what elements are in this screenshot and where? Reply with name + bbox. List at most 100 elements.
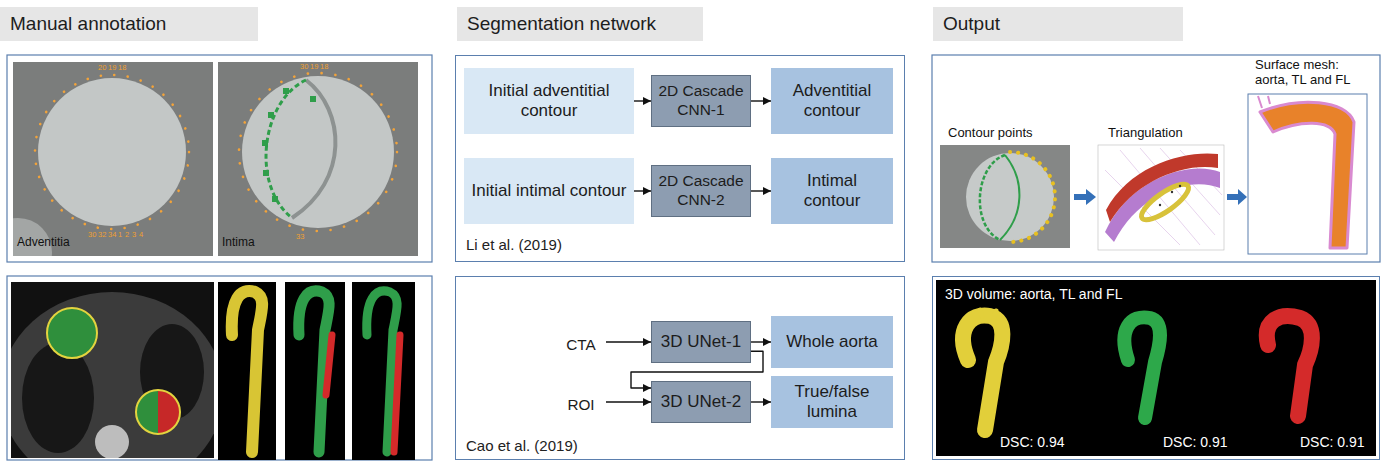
ct-axial-image bbox=[47, 308, 97, 358]
aorta-3d-annotation bbox=[394, 335, 400, 452]
volume-3d-image bbox=[936, 280, 1376, 456]
process-arrow bbox=[1086, 189, 1096, 205]
box-text: CTA bbox=[566, 336, 595, 354]
process-arrow bbox=[1074, 194, 1086, 200]
network-box: 2D Cascade CNN-1 bbox=[651, 75, 751, 127]
column-header: Segmentation network bbox=[457, 7, 703, 41]
annotation-label: 20 bbox=[98, 64, 106, 73]
box-text: Output bbox=[943, 13, 1000, 35]
box-text: Segmentation network bbox=[467, 13, 656, 35]
output-box: True/false lumina bbox=[771, 376, 893, 428]
ct-intima-image bbox=[242, 76, 394, 228]
ct-axial-image bbox=[11, 292, 214, 458]
ct-axial-image bbox=[136, 390, 180, 434]
box-text: True/false lumina bbox=[777, 382, 887, 423]
volume-3d-image bbox=[980, 310, 996, 318]
contour-points-image bbox=[940, 145, 1070, 248]
annotation-label: 4 bbox=[139, 231, 143, 240]
box-text: Adventitial contour bbox=[777, 81, 887, 122]
annotation-label: 30 bbox=[88, 231, 96, 240]
triangulation-image bbox=[1179, 185, 1181, 187]
flow-arrow bbox=[634, 190, 651, 191]
box-text: Initial intimal contour bbox=[472, 181, 627, 201]
ct-axial-image bbox=[11, 282, 214, 458]
panel-caption: Li et al. (2019) bbox=[466, 236, 562, 253]
box-text: Intimal contour bbox=[777, 171, 887, 212]
annotation-label: Triangulation bbox=[1108, 126, 1183, 141]
aorta-3d-annotation bbox=[299, 291, 329, 452]
box-text: Manual annotation bbox=[10, 13, 166, 35]
ct-axial-image bbox=[22, 343, 94, 453]
flow-arrow bbox=[606, 341, 651, 342]
contour-points-image bbox=[1010, 152, 1055, 242]
triangulation-image bbox=[1171, 191, 1173, 193]
surface-mesh-image bbox=[1248, 94, 1367, 254]
flow-arrow bbox=[751, 341, 771, 342]
box-text: Initial adventitial contour bbox=[470, 81, 628, 122]
aorta-3d-annotation bbox=[232, 291, 262, 452]
ct-intima-image bbox=[218, 62, 418, 256]
annotation-label: 18 bbox=[320, 63, 328, 72]
network-box: 2D Cascade CNN-2 bbox=[651, 165, 751, 217]
box-text: 2D Cascade CNN-2 bbox=[658, 172, 744, 209]
network-box: 3D UNet-1 bbox=[651, 321, 751, 363]
aorta-3d-annotation bbox=[218, 282, 415, 460]
annotation-label: 2 bbox=[125, 231, 129, 240]
box-text: 2D Cascade CNN-1 bbox=[658, 82, 744, 119]
annotation-label: DSC: 0.94 bbox=[1000, 434, 1065, 450]
annotation-label: DSC: 0.91 bbox=[1163, 434, 1228, 450]
aorta-3d-annotation bbox=[218, 282, 276, 460]
ct-adventitia-image bbox=[35, 75, 189, 229]
ct-intima-image bbox=[292, 80, 335, 218]
annotation-label: 30 bbox=[300, 63, 308, 72]
process-arrow bbox=[1238, 189, 1247, 205]
output-box: Intimal contour bbox=[771, 158, 893, 224]
triangulation-image bbox=[1159, 185, 1181, 206]
ct-intima-image bbox=[266, 80, 306, 218]
flow-arrow bbox=[751, 190, 771, 191]
volume-3d-image bbox=[1267, 316, 1312, 416]
surface-mesh-image bbox=[1248, 94, 1367, 254]
ct-intima-image bbox=[218, 62, 418, 256]
triangulation-image bbox=[1137, 179, 1193, 226]
box-text: Whole aorta bbox=[786, 332, 878, 352]
surface-mesh-image bbox=[1260, 102, 1354, 248]
annotation-label: Surface mesh: aorta, TL and FL bbox=[1255, 58, 1373, 88]
ct-intima-image bbox=[262, 88, 316, 202]
method-panel: Li et al. (2019) Initial adventitial cont… bbox=[455, 55, 905, 262]
flow-arrow bbox=[751, 100, 771, 101]
contour-points-image bbox=[966, 153, 1054, 241]
input-label: ROI bbox=[556, 391, 606, 419]
triangulation-image bbox=[1105, 148, 1222, 245]
box-text: 3D UNet-1 bbox=[661, 332, 741, 352]
contour-points-image bbox=[940, 145, 1070, 248]
panel-caption: Cao et al. (2019) bbox=[466, 437, 578, 454]
flow-arrow bbox=[606, 401, 651, 402]
triangulation-image bbox=[1098, 145, 1224, 250]
method-panel: 3D volume: aorta, TL and FL bbox=[932, 276, 1380, 460]
aorta-3d-annotation bbox=[326, 335, 332, 395]
volume-3d-image bbox=[963, 315, 1002, 430]
annotation-label: 18 bbox=[118, 64, 126, 73]
ct-intima-image bbox=[262, 140, 268, 146]
output-box: Adventitial contour bbox=[771, 68, 893, 134]
box-text: 3D UNet-2 bbox=[661, 392, 741, 412]
ct-intima-image bbox=[272, 196, 278, 202]
flow-arrow bbox=[634, 100, 651, 101]
column-header: Output bbox=[933, 7, 1183, 41]
aorta-3d-annotation bbox=[285, 282, 345, 460]
volume-3d-image bbox=[1124, 317, 1160, 418]
annotation-label: Adventitia bbox=[17, 236, 70, 250]
panel-frame bbox=[932, 55, 1380, 262]
ct-intima-image bbox=[268, 112, 274, 118]
contour-points-image bbox=[1000, 155, 1019, 240]
ct-axial-image bbox=[136, 390, 158, 434]
flow-arrow bbox=[751, 401, 771, 402]
process-arrow bbox=[1227, 194, 1238, 200]
ct-intima-image bbox=[239, 73, 397, 231]
input-box: Initial intimal contour bbox=[464, 158, 634, 224]
output-box: Whole aorta bbox=[771, 316, 893, 368]
triangulation-image bbox=[1159, 204, 1161, 206]
annotation-label: 34 bbox=[108, 231, 116, 240]
network-box: 3D UNet-2 bbox=[651, 381, 751, 423]
